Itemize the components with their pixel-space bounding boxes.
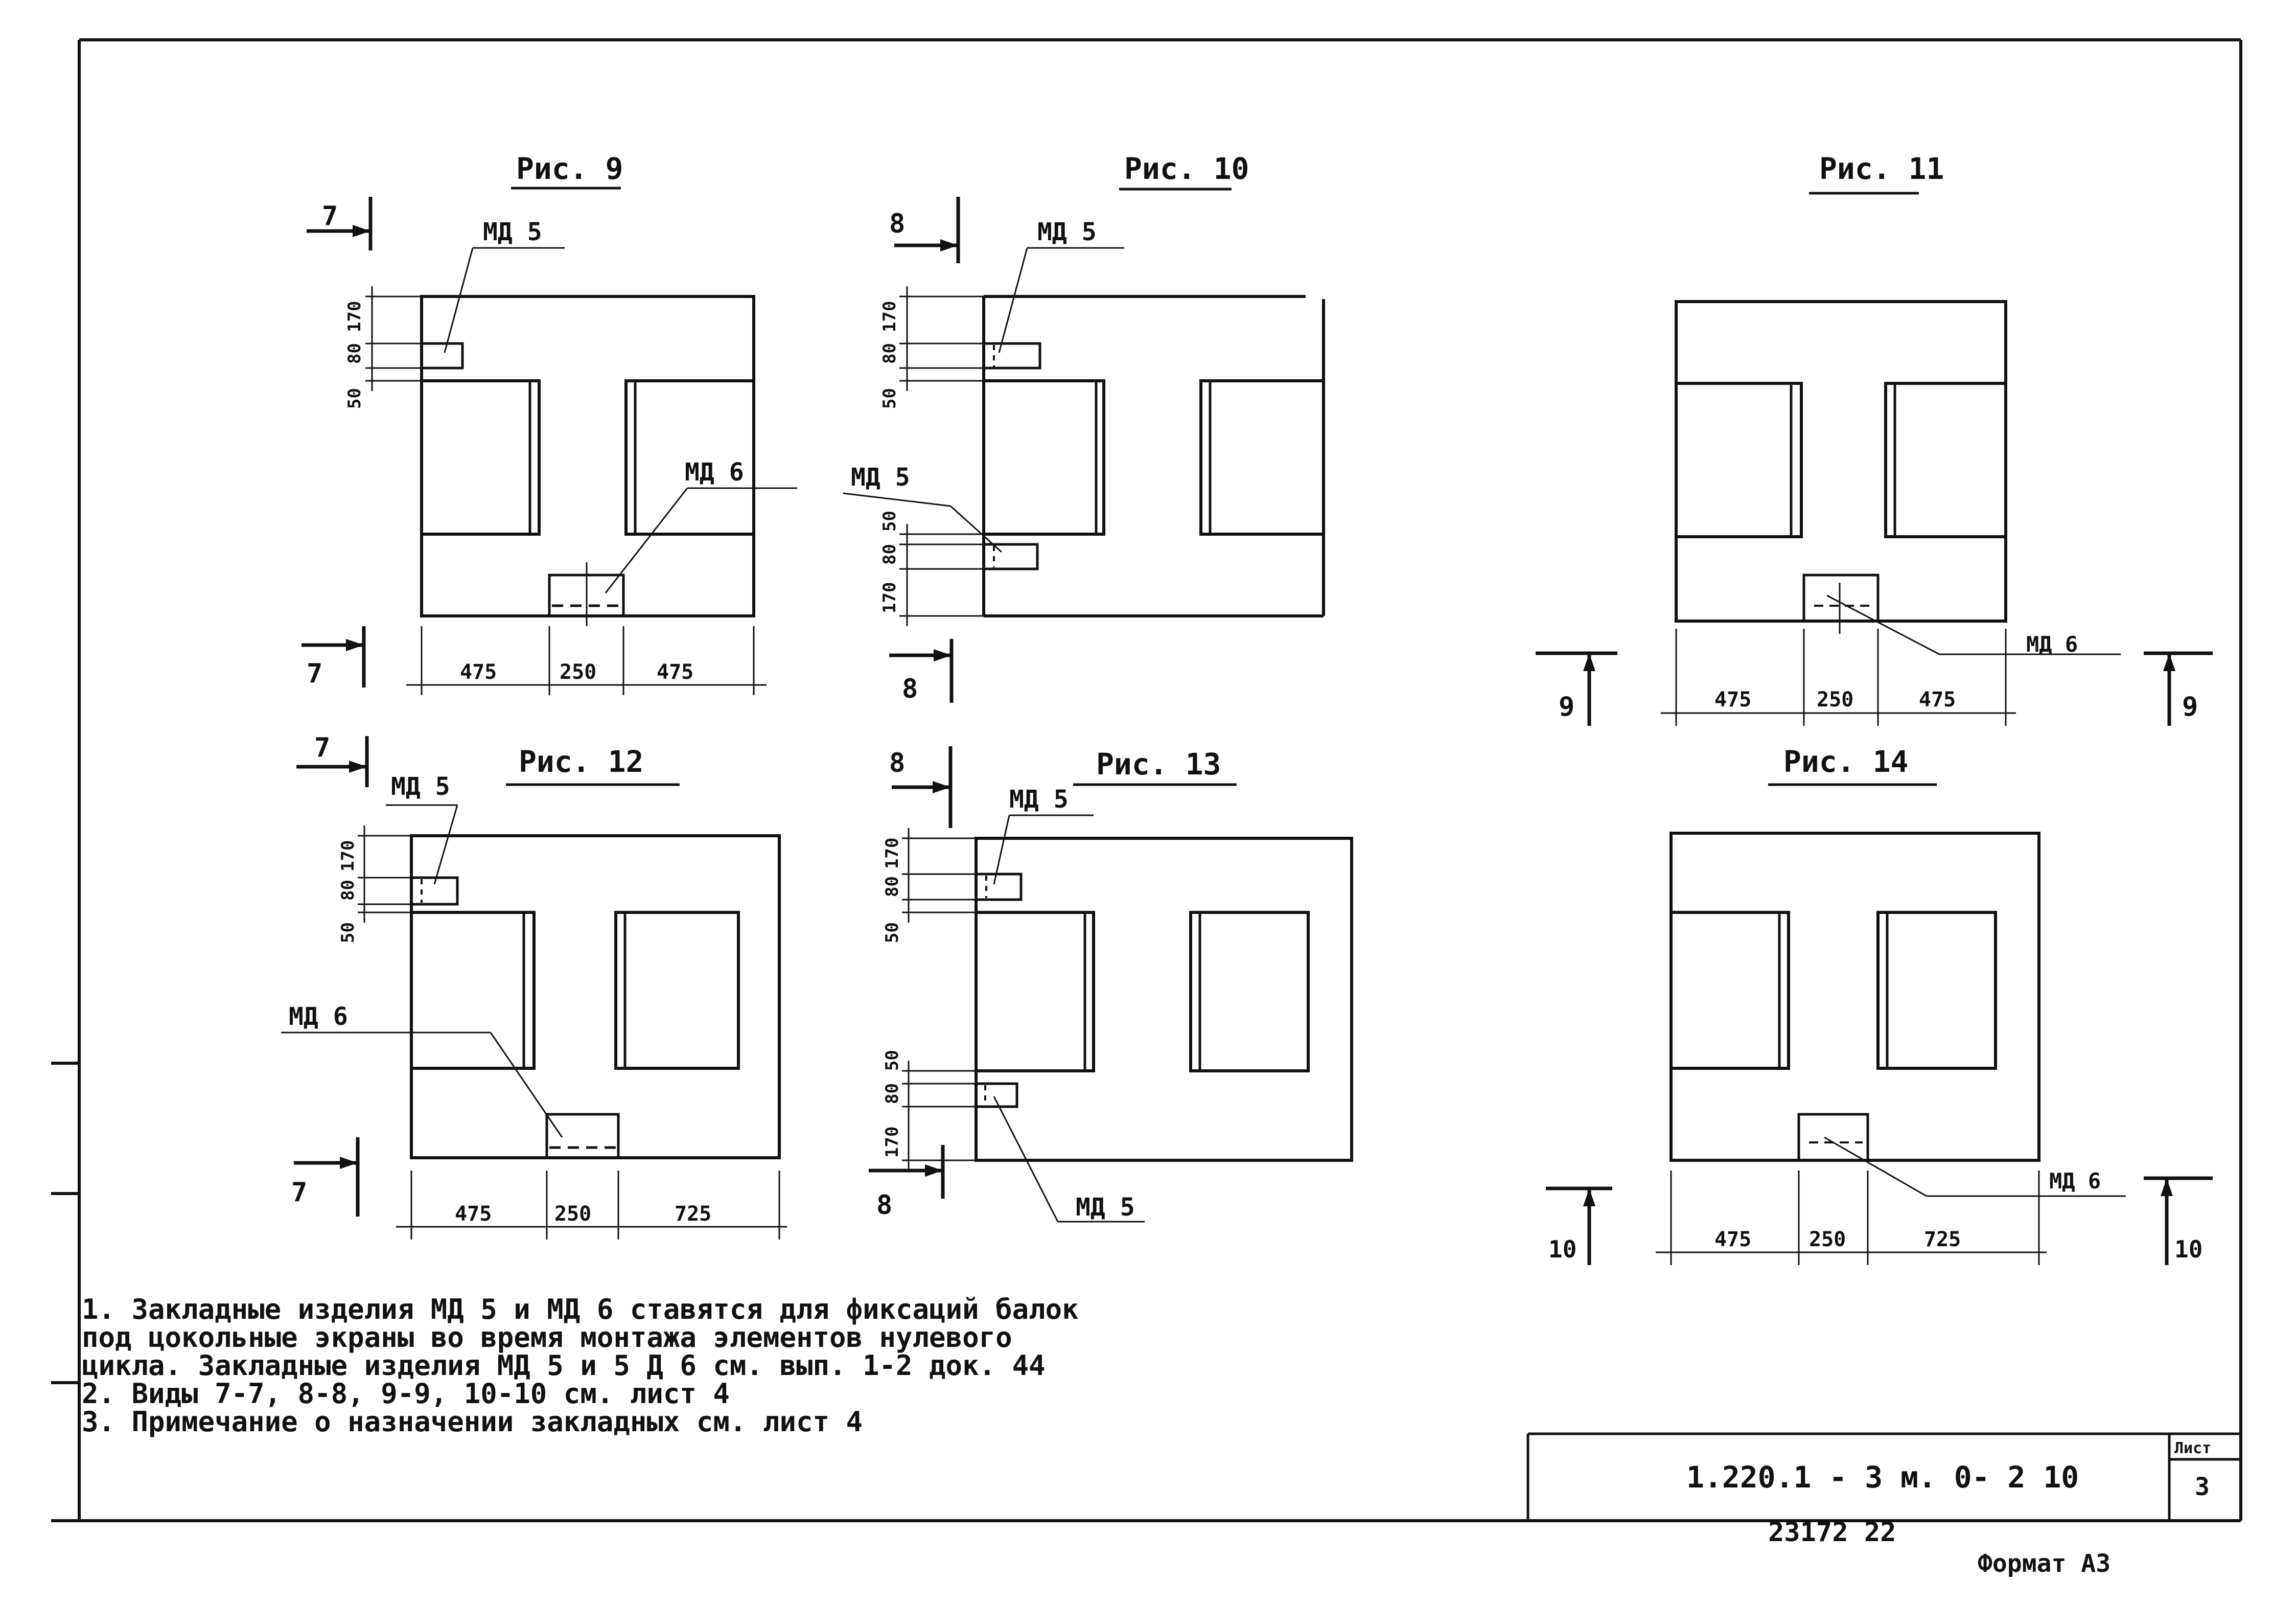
figure-12-title: Рис. 12 <box>519 744 643 779</box>
fig11-dim-475b: 475 <box>1919 688 1956 712</box>
fig10-dim-50b: 50 <box>879 511 900 532</box>
note-line-1: 1. Закладные изделия МД 5 и МД 6 ставятс… <box>82 1293 1079 1325</box>
fig11-dim-250: 250 <box>1817 688 1853 712</box>
fig14-section-10-left: 10 <box>1548 1235 1576 1263</box>
fig12-dim-725: 725 <box>675 1202 711 1226</box>
note-line-5: 3. Примечание о назначении закладных см.… <box>82 1406 863 1438</box>
fig12-section-7-top: 7 <box>314 732 330 763</box>
figure-13-title: Рис. 13 <box>1096 747 1221 782</box>
figure-10: Рис. 10 МД 5 МД 5 <box>843 151 1325 704</box>
fig10-dim-80b: 80 <box>879 544 900 565</box>
fig10-md5-bottom-label: МД 5 <box>851 463 910 492</box>
fig13-dim-50b: 50 <box>882 1050 902 1071</box>
fig12-dim-80: 80 <box>338 880 358 901</box>
fig12-section-7-bottom: 7 <box>291 1177 307 1208</box>
figure-9: Рис. 9 МД 5 МД 6 170 <box>302 151 797 695</box>
fig9-section-7-bottom: 7 <box>307 658 322 689</box>
fig10-md5-top-label: МД 5 <box>1037 218 1097 246</box>
fig14-section-10-right: 10 <box>2174 1235 2202 1263</box>
fig11-dim-475a: 475 <box>1714 688 1751 712</box>
fig12-dim-50: 50 <box>338 922 358 943</box>
fig12-dim-250: 250 <box>554 1202 591 1226</box>
figure-14-title: Рис. 14 <box>1783 744 1908 779</box>
fig9-dim-250: 250 <box>560 660 596 684</box>
fig9-md6-label: МД 6 <box>685 458 744 487</box>
fig9-dim-475a: 475 <box>460 660 497 684</box>
figure-11: Рис. 11 МД 6 475 250 475 <box>1536 151 2213 726</box>
fig13-section-8-top: 8 <box>889 748 905 778</box>
fig9-dim-475b: 475 <box>657 660 693 684</box>
fig10-dim-170b: 170 <box>879 582 900 613</box>
fig14-dim-725: 725 <box>1924 1228 1961 1251</box>
notes: 1. Закладные изделия МД 5 и МД 6 ставятс… <box>82 1293 1079 1438</box>
sheet-frame <box>51 38 2242 1522</box>
fig12-md6-label: МД 6 <box>289 1002 348 1031</box>
drawing-code: 1.220.1 - 3 м. 0- 2 10 <box>1686 1460 2079 1495</box>
title-block: 1.220.1 - 3 м. 0- 2 10 Лист 3 23172 22 Ф… <box>1526 1432 2241 1578</box>
fig10-section-8-bottom: 8 <box>902 674 918 704</box>
figure-12: Рис. 12 МД 5 МД 6 170 80 50 <box>281 732 787 1240</box>
fig14-dim-475: 475 <box>1714 1228 1751 1251</box>
fig13-dim-170a: 170 <box>882 838 902 869</box>
figure-9-title: Рис. 9 <box>516 151 623 186</box>
fig14-dim-250: 250 <box>1809 1228 1846 1251</box>
fig9-dim-80: 80 <box>344 343 365 364</box>
fig13-md5-top-label: МД 5 <box>1009 785 1069 814</box>
fig9-section-7-top: 7 <box>322 201 338 232</box>
note-line-3: цикла. Закладные изделия МД 5 и 5 Д 6 см… <box>82 1349 1046 1382</box>
sheet-label: Лист <box>2174 1439 2211 1457</box>
fig11-md6-label: МД 6 <box>2026 632 2078 657</box>
fig13-dim-80a: 80 <box>882 876 902 897</box>
note-line-2: под цокольные экраны во время монтажа эл… <box>82 1321 1012 1354</box>
fig11-section-9-right: 9 <box>2182 692 2198 722</box>
figure-13: Рис. 13 МД 5 МД 5 17 <box>869 746 1353 1223</box>
fig13-md5-bottom-label: МД 5 <box>1076 1193 1135 1222</box>
figure-10-title: Рис. 10 <box>1124 151 1249 186</box>
note-line-4: 2. Виды 7-7, 8-8, 9-9, 10-10 см. лист 4 <box>82 1378 730 1410</box>
figure-14: Рис. 14 МД 6 475 250 725 <box>1546 744 2213 1265</box>
fig10-dim-170a: 170 <box>879 301 900 332</box>
fig12-dim-170: 170 <box>338 840 358 872</box>
fig10-dim-50a: 50 <box>879 388 900 409</box>
fig9-md5-label: МД 5 <box>483 218 542 246</box>
inventory-number: 23172 22 <box>1768 1517 1896 1548</box>
fig13-section-8-bottom: 8 <box>876 1190 892 1221</box>
fig13-dim-80b: 80 <box>882 1083 902 1104</box>
fig12-md5-label: МД 5 <box>391 772 450 801</box>
fig10-dim-80a: 80 <box>879 343 900 364</box>
figure-11-title: Рис. 11 <box>1819 151 1944 186</box>
fig9-dim-170: 170 <box>344 301 365 332</box>
fig13-dim-170b: 170 <box>882 1127 902 1158</box>
sheet-number: 3 <box>2195 1473 2210 1501</box>
fig13-dim-50a: 50 <box>882 922 902 943</box>
fig10-section-8-top: 8 <box>889 209 905 239</box>
fig14-md6-label: МД 6 <box>2049 1168 2101 1194</box>
format-label: Формат А3 <box>1978 1549 2111 1578</box>
fig11-section-9-left: 9 <box>1559 692 1574 722</box>
fig9-dim-50: 50 <box>344 388 365 409</box>
fig12-dim-475: 475 <box>455 1202 492 1226</box>
